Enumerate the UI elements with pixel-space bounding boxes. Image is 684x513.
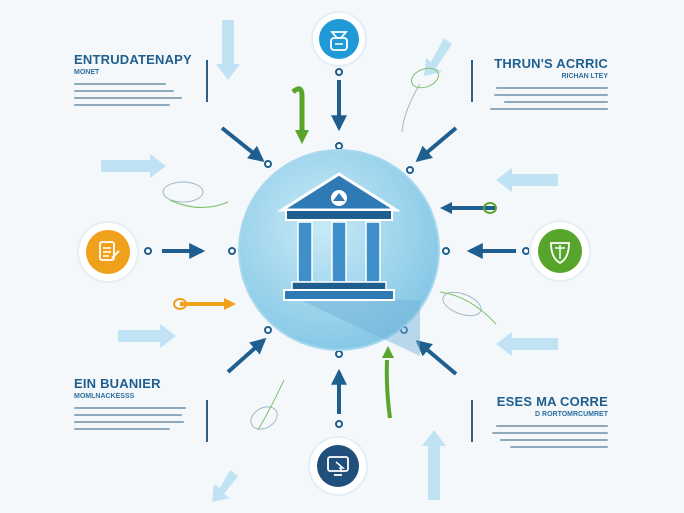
panel-text-lines [74,83,204,106]
shield-icon [550,242,570,265]
panel-title: EIN BUANIER [74,376,161,391]
panel-top-left: ENTRUDATENAPY MONET [74,52,204,106]
money-bag-icon [330,31,348,51]
accent-arrows [173,86,497,419]
node-right [529,220,591,282]
panel-subtitle: MOMLNACKESSS [74,393,135,400]
panel-text-lines [74,407,204,430]
panel-subtitle: MONET [74,69,100,76]
panel-bottom-right: ESES MA CORRE D RORTOMRCUMRET [478,394,608,448]
separator-lines [206,60,473,442]
node-left [77,221,139,283]
connector-dots [144,68,530,428]
panel-title: THRUN'S ACRRIC [494,56,608,71]
panel-text-lines [478,87,608,110]
bank-building-icon [276,172,402,301]
radial-arrows [162,80,516,414]
panel-title: ESES MA CORRE [496,394,608,409]
panel-title: ENTRUDATENAPY [74,52,192,67]
node-bottom [308,436,368,496]
document-icon [99,241,120,261]
panel-text-lines [478,425,608,448]
node-top [311,11,367,67]
sketch-doodles [162,67,497,431]
panel-subtitle: RICHAN LTEY [561,73,608,80]
screen-hand-icon [327,456,349,476]
panel-subtitle: D RORTOMRCUMRET [535,411,608,418]
background-arrows [101,20,558,502]
panel-bottom-left: EIN BUANIER MOMLNACKESSS [74,376,204,430]
panel-top-right: THRUN'S ACRRIC RICHAN LTEY [478,56,608,110]
